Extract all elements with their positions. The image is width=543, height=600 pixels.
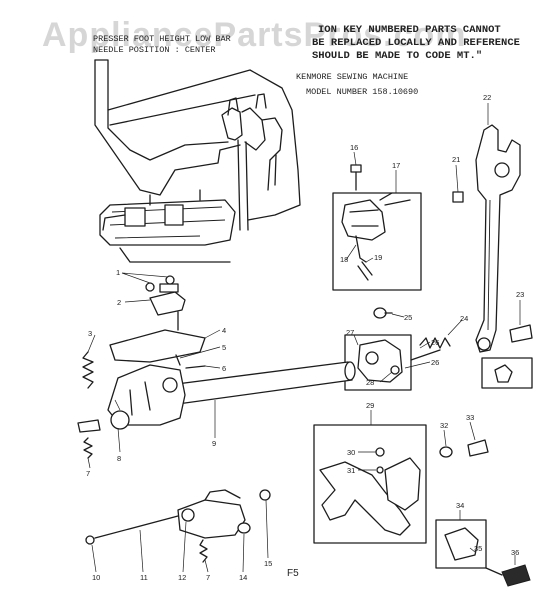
- callout-32: 32: [440, 421, 448, 430]
- machine-name: KENMORE SEWING MACHINE: [296, 72, 409, 82]
- callout-17: 17: [392, 161, 400, 170]
- callout-22: 22: [483, 93, 491, 102]
- callout-36: 36: [511, 548, 519, 557]
- watermark: AppliancePartsPros.com: [42, 16, 467, 54]
- callout-15: 15: [264, 559, 272, 568]
- callout-5: 5: [222, 343, 226, 352]
- part-24-spring: [419, 337, 451, 349]
- part-group-17: [332, 192, 422, 291]
- part-group-27: [344, 334, 412, 391]
- callout-8: 8: [117, 454, 121, 463]
- callout-9: 9: [212, 439, 216, 448]
- part-36-shaft: [485, 567, 503, 576]
- header-right-line1: ION KEY NUMBERED PARTS CANNOT: [318, 24, 501, 36]
- part-21-block: [452, 191, 464, 203]
- callout-6: 6: [222, 364, 226, 373]
- model-number: MODEL NUMBER 158.10690: [306, 87, 419, 97]
- callout-29: 29: [366, 401, 374, 410]
- callout-11: 11: [140, 573, 148, 582]
- callout-25: 25: [404, 313, 412, 322]
- part-33-stud: [467, 439, 489, 457]
- connector-27-24: [410, 349, 441, 361]
- header-left-line2: NEEDLE POSITION : CENTER: [93, 45, 216, 55]
- callout-30: 30: [347, 448, 355, 457]
- callout-4: 4: [222, 326, 226, 335]
- callout-31: 31: [347, 466, 355, 475]
- callout-21: 21: [452, 155, 460, 164]
- header-right-line3: SHOULD BE MADE TO CODE MT.": [312, 50, 483, 62]
- part-25-washer: [373, 307, 387, 319]
- callout-28: 28: [366, 378, 374, 387]
- header-left-line1: PRESSER FOOT HEIGHT LOW BAR: [93, 34, 231, 44]
- part-group-23: [481, 324, 533, 389]
- callout-10: 10: [92, 573, 100, 582]
- callout-12: 12: [178, 573, 186, 582]
- part-11-rod: [94, 515, 179, 539]
- callout-33: 33: [466, 413, 474, 422]
- callout-14: 14: [239, 573, 247, 582]
- callout-23: 23: [516, 290, 524, 299]
- callout-26: 26: [431, 338, 439, 347]
- figure-label: F5: [287, 568, 299, 579]
- callout-1: 1: [116, 268, 120, 277]
- callout-3: 3: [88, 329, 92, 338]
- part-1-screws: [145, 275, 175, 292]
- part-36-knob: [501, 564, 531, 587]
- part-32-washer: [439, 446, 453, 458]
- callout-35: 35: [474, 544, 482, 553]
- lower-left-assembly: [85, 489, 271, 563]
- callout-24: 24: [460, 314, 468, 323]
- leader-lines: [87, 103, 521, 573]
- callout-2: 2: [117, 298, 121, 307]
- callout-16: 16: [350, 143, 358, 152]
- part-3-spring: [82, 351, 94, 389]
- part-22-lever-arm: [475, 124, 521, 353]
- part-9-main-shaft: [129, 361, 356, 411]
- callout-19: 19: [374, 253, 382, 262]
- machine-head-outline: [94, 59, 301, 263]
- callout-7-lower: 7: [206, 573, 210, 582]
- callout-27: 27: [346, 328, 354, 337]
- presser-bracket-assembly: [77, 283, 206, 433]
- header-right-line2: BE REPLACED LOCALLY AND REFERENCE: [312, 37, 520, 49]
- needle-bar-mechanism: [102, 93, 283, 231]
- callout-26b: 26: [431, 358, 439, 367]
- callout-18: 18: [340, 255, 348, 264]
- callout-34: 34: [456, 501, 464, 510]
- part-16-screw: [350, 164, 362, 191]
- part-7-spring-upper: [83, 437, 93, 459]
- part-group-29: [313, 424, 427, 544]
- part-group-34: [435, 519, 487, 569]
- callout-7: 7: [86, 469, 90, 478]
- callout-labels: 1 2 3 4 5 6 7 8 9 10 11 12 7 14 15 16 17…: [86, 93, 524, 582]
